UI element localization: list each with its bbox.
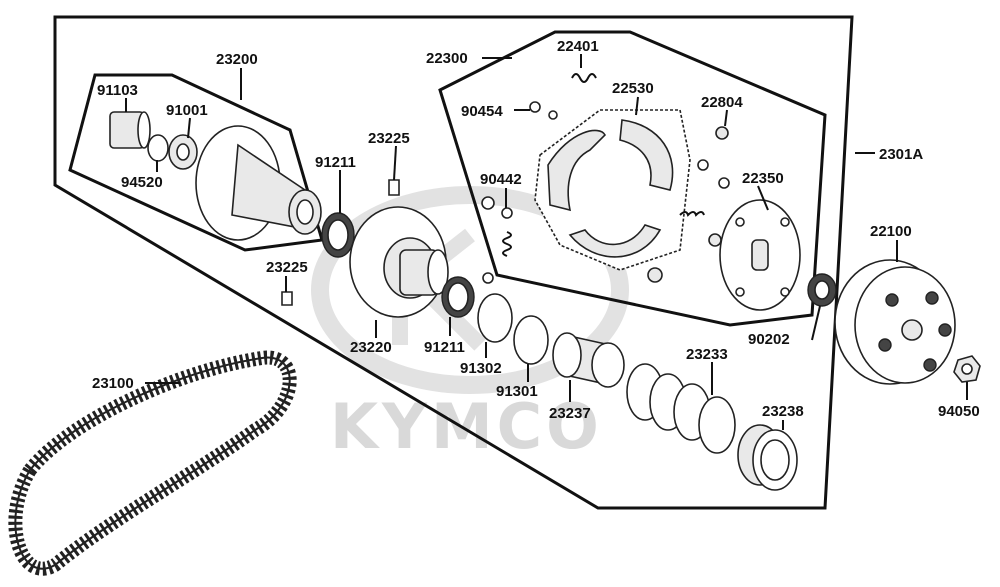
label-23225-lower: 23225 [266, 259, 308, 276]
spring-22401 [571, 73, 597, 83]
washer-90454-a [529, 101, 541, 113]
driven-face-23220 [349, 206, 449, 318]
label-91301: 91301 [496, 383, 538, 400]
washer-90454-b [548, 110, 558, 120]
outer-assembly-border [53, 15, 854, 510]
label-22804: 22804 [701, 94, 743, 111]
label-22401: 22401 [557, 38, 599, 55]
clutch-group-border [438, 30, 827, 327]
oil-seal-91211-lower [441, 276, 475, 318]
circlip-94520 [147, 134, 169, 162]
oil-seal-91211-upper [321, 212, 355, 258]
leader-lines [125, 54, 968, 430]
clutch-shoe-plate-22530 [534, 109, 691, 271]
o-ring-91302 [477, 293, 513, 343]
label-91211-lower: 91211 [424, 339, 465, 356]
nut-90202 [807, 273, 837, 307]
label-22100: 22100 [870, 223, 912, 240]
label-23238: 23238 [762, 403, 804, 420]
movable-drive-face-23200 [195, 125, 322, 241]
drive-belt-23100 [8, 350, 297, 576]
watermark-text: KYMCO [330, 390, 603, 463]
roller-22804 [715, 126, 729, 140]
label-94520: 94520 [121, 174, 163, 191]
label-90202: 90202 [748, 331, 790, 348]
o-ring-91301 [513, 315, 549, 365]
spring-23233 [626, 363, 736, 454]
small-pin [482, 272, 494, 284]
label-91001: 91001 [166, 102, 208, 119]
washer-90442-b [501, 207, 513, 219]
label-22300: 22300 [426, 50, 468, 67]
label-90454: 90454 [461, 103, 503, 120]
label-23225-upper: 23225 [368, 130, 410, 147]
clip-b [718, 177, 730, 189]
needle-bearing-91103 [109, 111, 151, 149]
label-23220: 23220 [350, 339, 392, 356]
label-23233: 23233 [686, 346, 728, 363]
drive-plate-22350 [708, 199, 801, 311]
label-90442: 90442 [480, 171, 522, 188]
washer-90442-a [481, 196, 495, 210]
label-2301A: 2301A [879, 146, 923, 163]
label-23237: 23237 [549, 405, 591, 422]
pin-23225-lower [281, 291, 293, 306]
clip-a [697, 159, 709, 171]
clutch-outer-22100 [834, 259, 956, 385]
label-22530: 22530 [612, 80, 654, 97]
label-94050: 94050 [938, 403, 980, 420]
spring-seat-23238 [737, 424, 798, 491]
label-23200: 23200 [216, 51, 258, 68]
bush-22530 [647, 267, 663, 283]
nut-94050 [953, 355, 981, 383]
pin-23225-upper [388, 179, 400, 196]
label-23100: 23100 [92, 375, 134, 392]
spring-22804 [679, 211, 705, 217]
label-22350: 22350 [742, 170, 784, 187]
label-91302: 91302 [460, 360, 502, 377]
spring-90442 [502, 231, 512, 257]
kymco-watermark: KYMCO [311, 186, 629, 463]
label-91103: 91103 [97, 82, 138, 99]
bearing-91001 [168, 134, 198, 170]
collar-23237 [552, 332, 625, 388]
label-91211-upper: 91211 [315, 154, 356, 171]
